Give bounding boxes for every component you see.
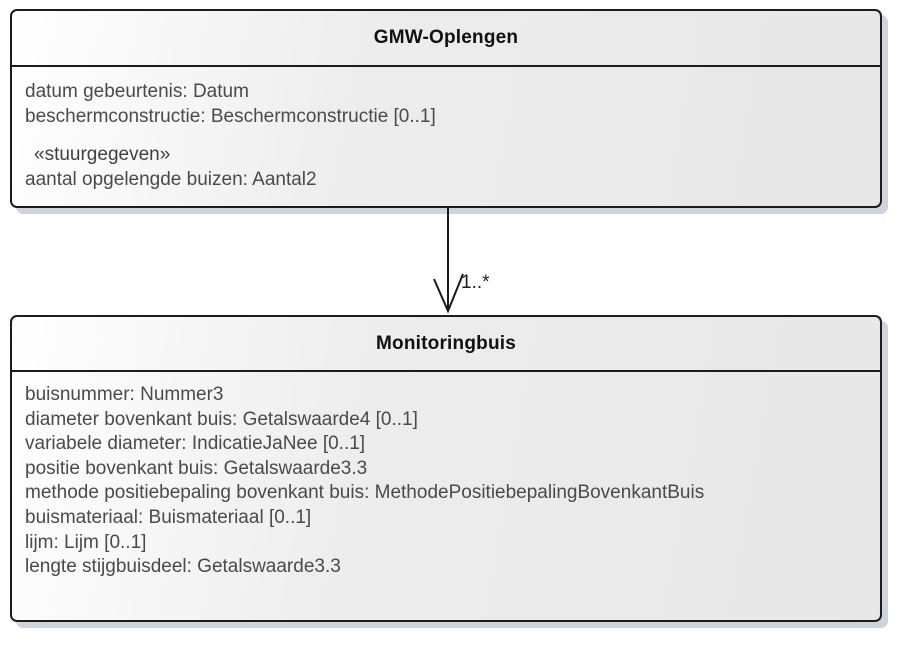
attribute-line: buismateriaal: Buismateriaal [0..1] (25, 506, 312, 528)
class-box-gmw-oplengen[interactable]: GMW-Oplengen datum gebeurtenis: Datum be… (10, 9, 882, 208)
association-multiplicity: 1..* (461, 272, 490, 293)
attribute-line: aantal opgelengde buizen: Aantal2 (25, 168, 317, 190)
attribute-line: buisnummer: Nummer3 (25, 384, 224, 405)
class-header: Monitoringbuis (12, 317, 880, 372)
class-header: GMW-Oplengen (12, 11, 880, 67)
attribute-line: lijm: Lijm [0..1] (25, 531, 147, 553)
stereotype-label: «stuurgegeven» (34, 144, 171, 166)
attribute-line: beschermconstructie: Beschermconstructie… (25, 105, 436, 127)
class-name: Monitoringbuis (376, 332, 516, 354)
attribute-line: datum gebeurtenis: Datum (25, 81, 249, 102)
class-attribute-compartment: buisnummer: Nummer3 diameter bovenkant b… (12, 372, 880, 580)
attribute-line: diameter bovenkant buis: Getalswaarde4 [… (25, 408, 418, 430)
class-box-monitoringbuis[interactable]: Monitoringbuis buisnummer: Nummer3 diame… (10, 315, 882, 622)
attribute-line: positie bovenkant buis: Getalswaarde3.3 (25, 457, 368, 479)
attribute-line: variabele diameter: IndicatieJaNee [0..1… (25, 433, 366, 455)
class-attribute-compartment: datum gebeurtenis: Datum beschermconstru… (12, 67, 880, 192)
class-name: GMW-Oplengen (373, 27, 519, 48)
open-arrowhead-icon (433, 273, 464, 314)
attribute-line: methode positiebepaling bovenkant buis: … (25, 482, 705, 504)
attribute-line: lengte stijgbuisdeel: Getalswaarde3.3 (25, 556, 341, 578)
